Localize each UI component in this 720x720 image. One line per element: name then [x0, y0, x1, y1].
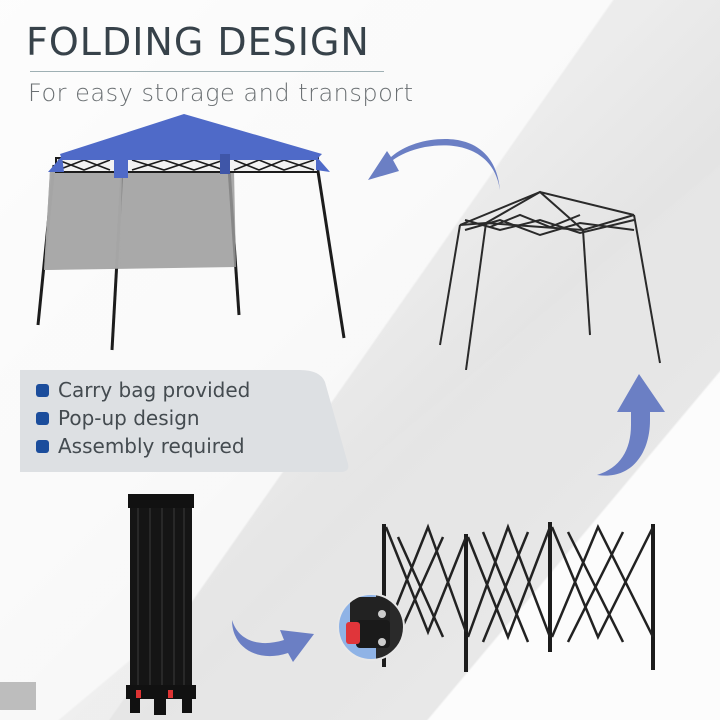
canopy-frame-image	[439, 190, 661, 370]
folded-frame-image	[126, 494, 196, 715]
feature-item: Pop-up design	[36, 404, 250, 432]
feature-item: Assembly required	[36, 432, 250, 460]
curved-arrow-left-icon	[368, 139, 500, 190]
canopy-with-blue-top-image	[36, 114, 346, 351]
features-panel-bg	[20, 370, 349, 472]
features-panel: Carry bag provided Pop-up design Assembl…	[20, 370, 350, 472]
curved-arrow-right-icon	[232, 620, 314, 662]
square-bullet-icon	[36, 411, 49, 425]
feature-item: Carry bag provided	[36, 376, 250, 404]
grey-corner-tab	[0, 682, 36, 710]
page-subtitle: For easy storage and transport	[28, 79, 414, 107]
square-bullet-icon	[36, 383, 49, 397]
features-list: Carry bag provided Pop-up design Assembl…	[36, 376, 250, 460]
page-title: FOLDING DESIGN	[26, 20, 370, 64]
curved-arrow-up-icon	[597, 374, 665, 476]
title-divider	[30, 71, 384, 72]
half-expanded-frame-image	[382, 522, 655, 672]
square-bullet-icon	[36, 439, 49, 453]
lock-detail-inset-image	[337, 593, 405, 661]
